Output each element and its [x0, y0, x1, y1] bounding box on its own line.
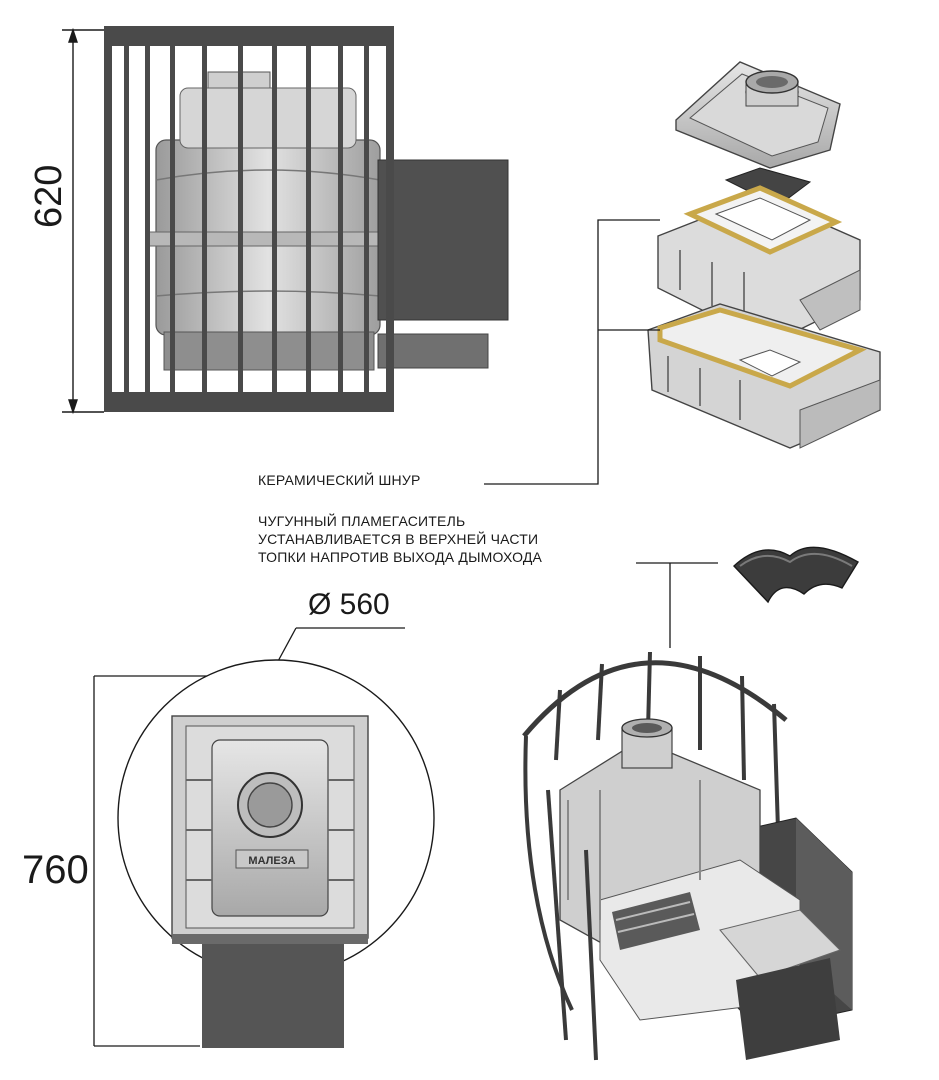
height-dimension-label: 620 — [28, 164, 70, 228]
diameter-dimension-label: Ø 560 — [308, 588, 390, 621]
top-view: МАЛЕЗА — [93, 627, 435, 1048]
ceramic-cord-leader — [484, 219, 660, 485]
exploded-parts — [484, 61, 881, 485]
dimension-620-line — [62, 27, 104, 415]
flame-arrester-line-2: УСТАНАВЛИВАЕТСЯ В ВЕРХНЕЙ ЧАСТИ — [258, 531, 539, 547]
flame-arrester-leader — [636, 562, 718, 648]
flame-arrester-line-1: ЧУГУННЫЙ ПЛАМЕГАСИТЕЛЬ — [258, 513, 466, 529]
upper-body-part — [657, 185, 861, 345]
flame-arrester-line-3: ТОПКИ НАПРОТИВ ВЫХОДА ДЫМОХОДА — [258, 549, 543, 565]
flame-arrester-part — [733, 546, 859, 604]
top-plate-marking: МАЛЕЗА — [248, 855, 295, 867]
total-height-dimension-label: 760 — [22, 848, 89, 892]
lower-body-part — [647, 303, 881, 449]
flame-arrester-label: ЧУГУННЫЙ ПЛАМЕГАСИТЕЛЬ УСТАНАВЛИВАЕТСЯ В… — [258, 512, 542, 566]
top-plate-part — [675, 61, 841, 169]
side-view — [62, 26, 509, 415]
ceramic-cord-label: КЕРАМИЧЕСКИЙ ШНУР — [258, 472, 421, 488]
cutaway-view — [522, 651, 853, 1061]
